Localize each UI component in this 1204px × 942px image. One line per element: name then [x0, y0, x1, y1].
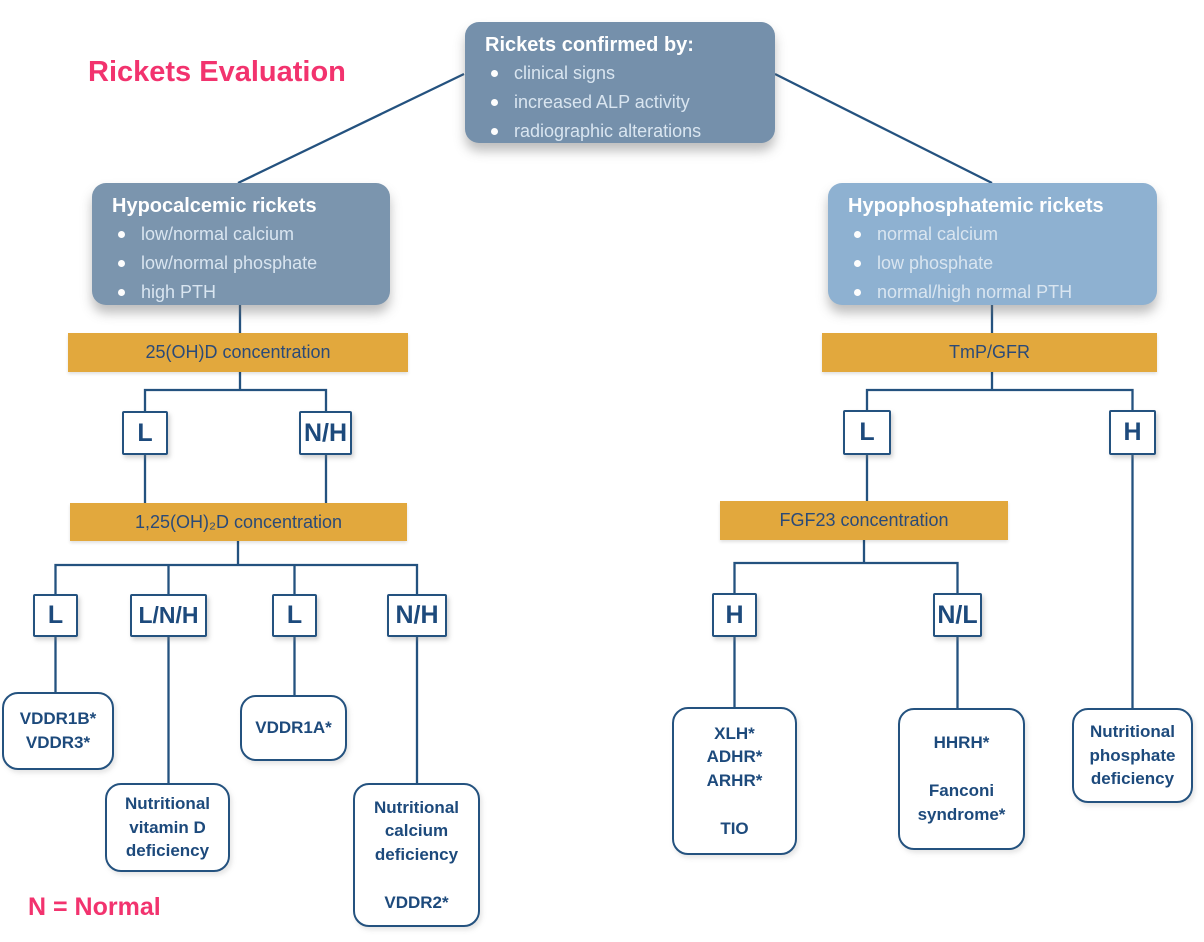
root-bullet: increased ALP activity: [491, 89, 759, 116]
test-bar-tmp-gfr: TmP/GFR: [822, 333, 1157, 372]
result-125ohd-low-normal-high: L/N/H: [130, 594, 207, 637]
result-fgf23-high: H: [712, 593, 757, 637]
root-heading: Rickets confirmed by:: [485, 34, 694, 56]
bullet-dot: [854, 289, 861, 296]
bullet-text: radiographic alterations: [514, 121, 702, 141]
outcome-vddr1b-vddr3: VDDR1B* VDDR3*: [2, 692, 114, 770]
result-125ohd-low-2: L: [272, 594, 317, 637]
bullet-text: low/normal phosphate: [141, 253, 318, 273]
bullet-text: normal/high normal PTH: [877, 282, 1073, 302]
hypophosphatemic-bullet: low phosphate: [854, 250, 1141, 277]
bullet-dot: [491, 128, 498, 135]
legend-n-normal: N = Normal: [28, 893, 161, 921]
test-bar-25ohd: 25(OH)D concentration: [68, 333, 408, 372]
hypocalcemic-rickets-box: Hypocalcemic rickets low/normal calcium …: [92, 183, 390, 305]
hypophosphatemic-bullet: normal/high normal PTH: [854, 279, 1141, 306]
result-125ohd-low-1: L: [33, 594, 78, 637]
bullet-dot: [491, 70, 498, 77]
bullet-dot: [491, 99, 498, 106]
bullet-dot: [854, 231, 861, 238]
bullet-text: high PTH: [141, 282, 217, 302]
bullet-dot: [118, 289, 125, 296]
root-bullet: clinical signs: [491, 60, 759, 87]
bullet-text: normal calcium: [877, 224, 999, 244]
bullet-dot: [118, 260, 125, 267]
bullet-dot: [854, 260, 861, 267]
result-25ohd-normal-high: N/H: [299, 411, 352, 455]
outcome-nutritional-vitamin-d-deficiency: Nutritional vitamin D deficiency: [105, 783, 230, 872]
outcome-nutritional-phosphate-deficiency: Nutritional phosphate deficiency: [1072, 708, 1193, 803]
bullet-text: low phosphate: [877, 253, 994, 273]
diagram-title: Rickets Evaluation: [88, 56, 346, 88]
outcome-xlh-adhr-arhr-tio: XLH* ADHR* ARHR* TIO: [672, 707, 797, 855]
root-bullet: radiographic alterations: [491, 118, 759, 145]
result-tmpgfr-high: H: [1109, 410, 1156, 455]
hypocalcemic-heading: Hypocalcemic rickets: [112, 195, 317, 217]
hypocalcemic-bullet: high PTH: [118, 279, 374, 306]
hypophosphatemic-bullet: normal calcium: [854, 221, 1141, 248]
hypophosphatemic-rickets-box: Hypophosphatemic rickets normal calcium …: [828, 183, 1157, 305]
result-tmpgfr-low: L: [843, 410, 891, 455]
hypocalcemic-bullet: low/normal phosphate: [118, 250, 374, 277]
outcome-hhrh-fanconi-syndrome: HHRH* Fanconi syndrome*: [898, 708, 1025, 850]
result-125ohd-normal-high: N/H: [387, 594, 447, 637]
root-box: Rickets confirmed by: clinical signs inc…: [465, 22, 775, 143]
bullet-text: increased ALP activity: [514, 92, 690, 112]
result-fgf23-normal-low: N/L: [933, 593, 982, 637]
hypophosphatemic-heading: Hypophosphatemic rickets: [848, 195, 1104, 217]
bullet-dot: [118, 231, 125, 238]
test-bar-125ohd: 1,25(OH)₂D concentration: [70, 503, 407, 541]
outcome-nutritional-calcium-deficiency-vddr2: Nutritional calcium deficiency VDDR2*: [353, 783, 480, 927]
hypocalcemic-bullet: low/normal calcium: [118, 221, 374, 248]
test-bar-fgf23: FGF23 concentration: [720, 501, 1008, 540]
outcome-vddr1a: VDDR1A*: [240, 695, 347, 761]
bullet-text: clinical signs: [514, 63, 616, 83]
result-25ohd-low: L: [122, 411, 168, 455]
bullet-text: low/normal calcium: [141, 224, 295, 244]
